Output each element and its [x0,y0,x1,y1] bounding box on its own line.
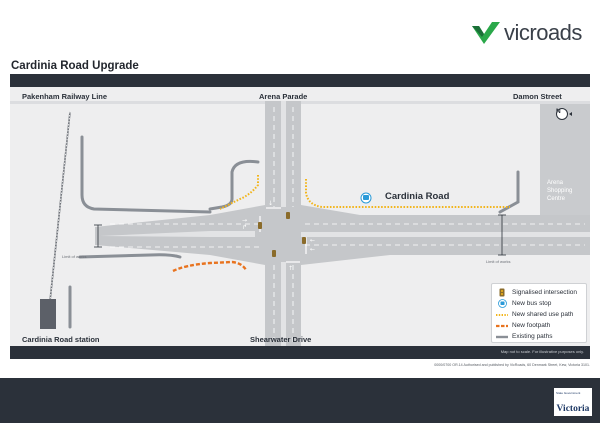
map-footer-bar: Map not to scale. For illustrative purpo… [10,346,590,359]
svg-text:↱: ↱ [242,224,247,231]
bus-stop-icon [496,299,508,308]
arena-shopping-centre-label: Arena Shopping Centre [547,180,573,202]
legend-item: New shared use path [496,309,582,320]
svg-text:↓: ↓ [268,200,273,207]
label-damon-street: Damon Street [513,92,562,101]
map-drawing: →↱ ← ← ↓ ↑ [10,101,590,346]
label-cardinia-road: Cardinia Road [385,191,450,202]
north-arrow [556,108,572,120]
scale-note: Map not to scale. For illustrative purpo… [500,349,584,354]
page-footer [0,378,600,423]
authorisation-note: 0000/0700 OR.14 Authorised and published… [434,363,590,367]
legend-item: Existing paths [496,331,582,342]
shopping-centre-block [540,101,590,231]
legend-item: New bus stop [496,298,582,309]
vicroads-logo: vicroads [470,18,590,48]
new-footpath [172,260,248,273]
traffic-light-icon [496,288,508,297]
victoria-logo: State Government Victoria [554,388,592,416]
svg-text:←: ← [310,246,315,253]
legend-item: Signalised intersection [496,287,582,298]
victoria-text: Victoria [556,404,590,414]
limit-of-works-east: Limit of works [486,259,511,264]
legend-item: New footpath [496,320,582,331]
svg-text:↑: ↑ [288,265,293,272]
shared-use-path [219,175,510,210]
title-bar [10,74,590,87]
state-government-text: State Government [556,391,581,395]
station-platform [40,299,56,329]
limit-of-works-west: Limit of works [62,254,87,259]
label-pakenham-railway-line: Pakenham Railway Line [22,92,108,101]
dotted-yellow-line-icon [496,310,508,319]
logo-text: vicroads [504,20,582,45]
bus-stop-marker [360,192,372,204]
signal-markers [258,212,306,257]
svg-text:→: → [242,217,247,224]
page-title: Cardinia Road Upgrade [11,60,139,72]
vicroads-tick-icon [472,22,500,44]
label-arena-parade: Arena Parade [259,92,308,101]
svg-text:←: ← [310,237,315,244]
grey-line-icon [496,332,508,341]
north-letter: N [556,108,561,115]
railway-line [49,111,71,302]
label-shearwater-drive: Shearwater Drive [250,335,312,344]
map-area: →↱ ← ← ↓ ↑ [10,87,590,346]
map-legend: Signalised intersection New bus stop New… [491,283,587,343]
dashed-orange-line-icon [496,321,508,330]
label-cardinia-road-station: Cardinia Road station [22,335,100,344]
